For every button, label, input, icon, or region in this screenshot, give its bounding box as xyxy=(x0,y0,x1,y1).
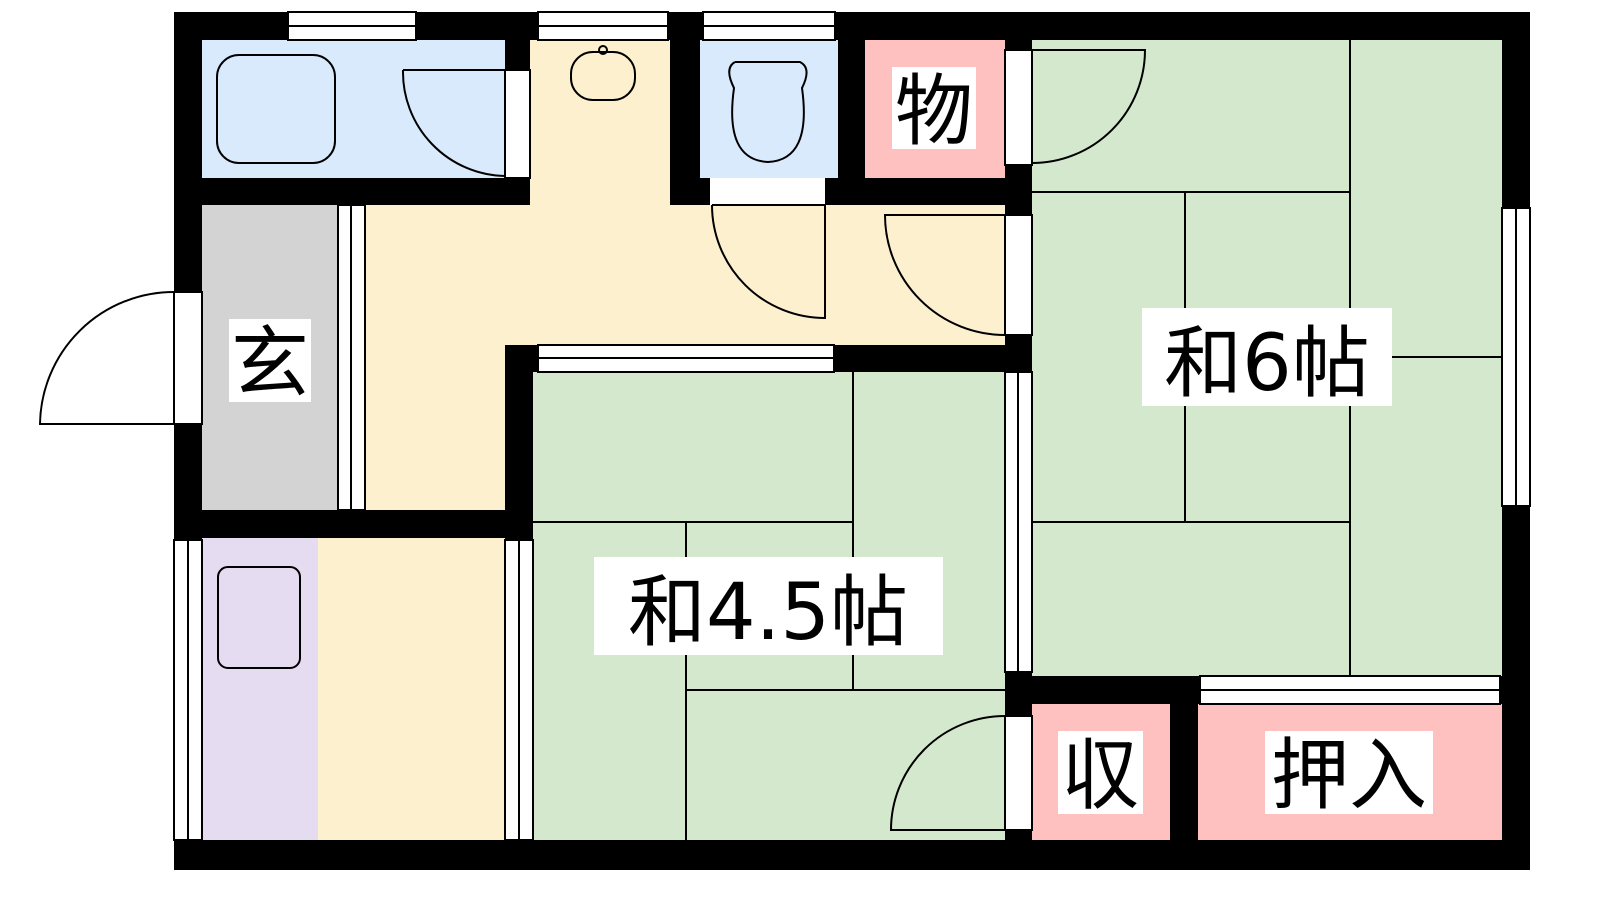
bathtub-icon xyxy=(216,54,336,164)
windows xyxy=(173,11,1531,841)
toilet-icon xyxy=(728,61,808,164)
hallway-lower xyxy=(365,340,505,510)
label-entrance: 玄 xyxy=(231,319,309,409)
kitchen xyxy=(318,538,505,840)
bathroom xyxy=(202,40,505,178)
toilet xyxy=(700,40,838,178)
label-japanese-4-5: 和4.5帖 xyxy=(628,568,908,658)
sink-icon xyxy=(570,51,636,101)
label-storage: 物 xyxy=(895,67,973,157)
hallway xyxy=(365,205,1005,345)
doors xyxy=(38,49,1147,831)
label-closet-oshiire: 押入 xyxy=(1271,731,1427,821)
label-japanese-6: 和6帖 xyxy=(1164,319,1370,409)
label-closet-small: 収 xyxy=(1061,731,1139,821)
faucet-icon xyxy=(598,45,608,55)
stove-icon xyxy=(217,566,301,669)
kitchen-counter xyxy=(202,538,318,840)
washroom xyxy=(530,40,670,205)
